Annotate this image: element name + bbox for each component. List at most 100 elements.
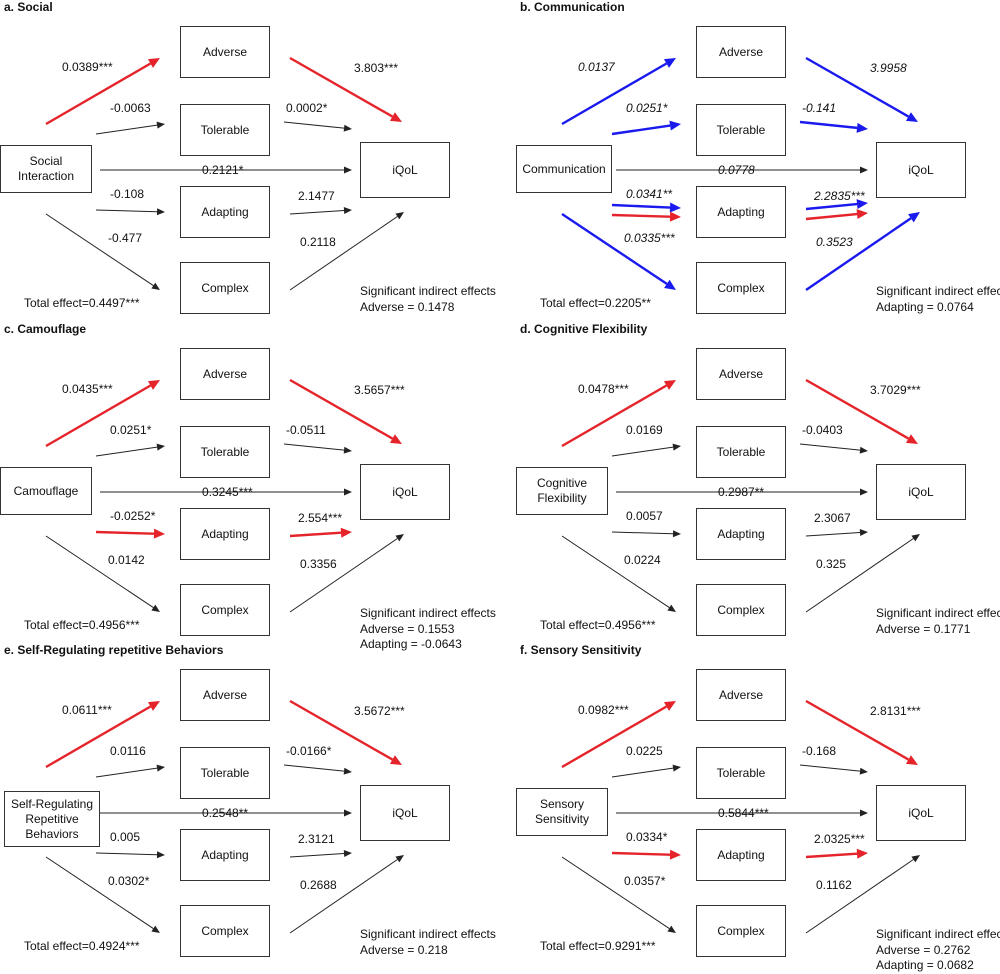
predictor-label-line: Repetitive	[25, 811, 79, 826]
b-path-coefficient: -0.141	[802, 101, 837, 115]
a-path-coefficient: 0.0334*	[626, 830, 668, 844]
b-path-arrow	[283, 121, 352, 132]
panel-title: e. Self-Regulating repetitive Behaviors	[4, 643, 224, 657]
b-path-arrow	[805, 848, 868, 859]
b-path-arrow	[289, 56, 402, 122]
b-path-arrow	[805, 209, 868, 221]
b-path-coefficient: 0.3523	[816, 235, 853, 249]
predictor-label-line: Self-Regulating	[10, 796, 94, 811]
outcome-box: iQoL	[876, 142, 966, 198]
path-arrows	[45, 56, 404, 291]
path-arrows	[45, 378, 404, 613]
a-path-arrow	[95, 121, 165, 135]
a-path-coefficient: 0.0357*	[624, 874, 666, 888]
indirect-effect-value: Adapting = 0.0682	[876, 958, 974, 973]
indirect-effect-value: Adverse = 0.1771	[876, 621, 971, 636]
direct-path-arrow	[100, 809, 352, 817]
predictor-box: Camouflage	[0, 467, 92, 515]
direct-path-arrow	[100, 166, 352, 174]
b-path-arrow	[289, 527, 352, 538]
a-path-coefficient: 0.0335***	[624, 231, 675, 245]
a-path-arrow	[45, 213, 160, 290]
a-path-arrow	[611, 443, 681, 457]
b-path-arrow	[289, 855, 404, 934]
indirect-effects-title: Significant indirect effects	[876, 284, 1000, 298]
b-path-arrow	[799, 120, 868, 133]
a-path-arrow	[45, 380, 160, 448]
b-path-arrow	[805, 855, 920, 934]
panel-title: d. Cognitive Flexibility	[520, 322, 648, 336]
b-path-arrow	[805, 56, 918, 122]
predictor-label-line: Sensory	[539, 797, 585, 811]
path-arrows	[45, 699, 404, 934]
path-arrows	[561, 699, 920, 934]
mediator-box: Complex	[696, 905, 786, 957]
a-path-arrow	[561, 58, 676, 126]
direct-path-arrow	[100, 488, 352, 496]
a-path-coefficient: -0.0063	[110, 101, 151, 115]
a-path-arrow	[561, 535, 676, 612]
b-path-coefficient: 3.7029***	[870, 383, 921, 397]
mediator-box: Adapting	[180, 186, 270, 238]
b-path-arrow	[289, 699, 402, 765]
a-path-arrow	[611, 849, 681, 860]
predictor-label-line: Camouflage	[13, 483, 79, 498]
a-path-coefficient: 0.0224	[624, 553, 661, 567]
b-path-coefficient: -0.0403	[802, 423, 843, 437]
mediator-box: Adapting	[180, 829, 270, 881]
mediator-box: Adapting	[696, 829, 786, 881]
outcome-box: iQoL	[360, 464, 450, 520]
predictor-box: Communication	[516, 145, 612, 193]
indirect-effect-value: Adverse = 0.1553	[360, 621, 455, 636]
outcome-box: iQoL	[360, 785, 450, 841]
b-path-arrow	[805, 529, 868, 537]
a-path-arrow	[611, 530, 681, 538]
mediator-box: Complex	[696, 262, 786, 314]
a-path-arrow	[95, 851, 165, 859]
mediator-box: Complex	[696, 584, 786, 636]
a-path-arrow	[611, 120, 681, 136]
a-path-coefficient: 0.0251*	[110, 423, 152, 437]
direct-path-coefficient: 0.2548**	[202, 806, 249, 820]
mediator-box: Complex	[180, 262, 270, 314]
indirect-effect-value: Adapting = 0.0764	[876, 299, 974, 314]
a-path-coefficient: -0.0252*	[110, 509, 156, 523]
b-path-arrow	[805, 699, 918, 765]
total-effect: Total effect=0.9291***	[540, 939, 656, 953]
b-path-coefficient: 3.5672***	[354, 704, 405, 718]
outcome-box: iQoL	[876, 785, 966, 841]
mediator-box: Tolerable	[180, 426, 270, 478]
b-path-coefficient: 3.5657***	[354, 383, 405, 397]
a-path-coefficient: 0.0389***	[62, 60, 113, 74]
b-path-coefficient: 3.803***	[354, 61, 399, 75]
mediator-box: Adverse	[180, 26, 270, 78]
a-path-coefficient: -0.108	[110, 187, 145, 201]
panel-title: c. Camouflage	[4, 322, 87, 336]
a-path-coefficient: 0.0116	[110, 744, 146, 758]
a-path-coefficient: 0.0225	[626, 744, 663, 758]
a-path-arrow	[45, 856, 160, 933]
b-path-arrow	[289, 378, 402, 444]
predictor-label-line: Social	[29, 154, 63, 168]
mediator-box: Adapting	[696, 186, 786, 238]
direct-path-arrow	[616, 166, 868, 174]
direct-path-coefficient: 0.2987**	[718, 485, 765, 499]
a-path-arrow	[95, 443, 165, 457]
direct-path-arrow	[616, 488, 868, 496]
b-path-coefficient: 0.2118	[300, 235, 336, 249]
predictor-label-line: Sensitivity	[534, 812, 590, 826]
b-path-arrow	[289, 534, 404, 613]
a-path-coefficient: 0.0057	[626, 509, 663, 523]
direct-path-coefficient: 0.3245***	[202, 485, 253, 499]
total-effect: Total effect=0.4924***	[24, 939, 140, 953]
b-path-coefficient: 2.0325***	[814, 832, 865, 846]
panel-title: f. Sensory Sensitivity	[520, 643, 642, 657]
